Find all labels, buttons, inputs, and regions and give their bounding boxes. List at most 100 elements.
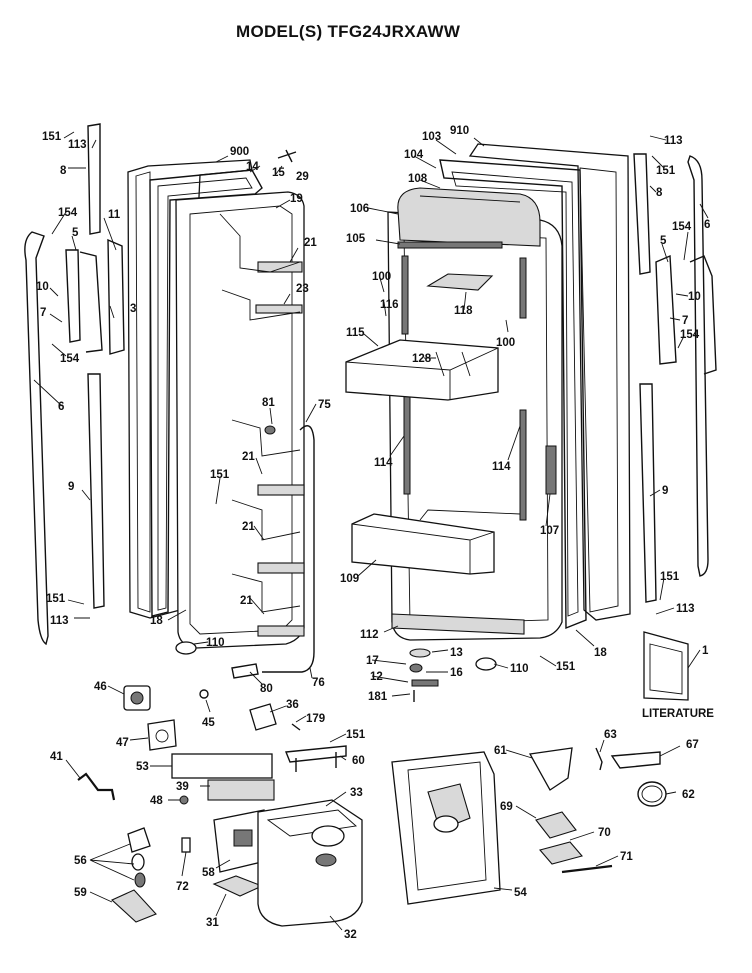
part-label: 151 <box>42 131 62 143</box>
left-door-strips <box>24 123 125 646</box>
page-title: MODEL(S) TFG24JRXAWW <box>236 22 461 41</box>
part-label: 9 <box>662 485 668 497</box>
part-label: 6 <box>58 401 64 413</box>
part-label: 100 <box>372 271 391 283</box>
part-label: 108 <box>408 173 428 185</box>
part-label: 1 <box>702 645 709 657</box>
part-label: 113 <box>50 615 69 627</box>
part-label: 154 <box>58 207 78 219</box>
part-label: 58 <box>202 867 215 879</box>
part-label: 75 <box>318 399 331 411</box>
part-label: 70 <box>598 827 611 839</box>
part-label: 21 <box>242 451 255 463</box>
part-label: 76 <box>312 677 325 689</box>
part-label: 8 <box>60 165 67 177</box>
part-label: 80 <box>260 683 273 695</box>
part-label: 151 <box>660 571 680 583</box>
part-label: 128 <box>412 353 432 365</box>
part-label: 21 <box>240 595 253 607</box>
part-label: 179 <box>306 713 325 725</box>
part-label: 69 <box>500 801 513 813</box>
part-label: 113 <box>68 139 87 151</box>
part-label: 45 <box>202 717 215 729</box>
part-label: 33 <box>350 787 363 799</box>
part-label: 106 <box>350 203 369 215</box>
literature-label: LITERATURE <box>642 708 714 720</box>
fresh-food-door-assembly <box>345 143 631 641</box>
part-label: 114 <box>492 461 511 473</box>
part-label: 181 <box>368 691 388 703</box>
literature-booklet: LITERATURE <box>642 631 714 720</box>
part-label: 14 <box>246 161 259 173</box>
part-label: 18 <box>150 615 163 627</box>
part-label: 109 <box>340 573 359 585</box>
part-label: 154 <box>60 353 80 365</box>
part-label: 39 <box>176 781 189 793</box>
part-label: 29 <box>296 171 309 183</box>
part-label: 61 <box>494 745 507 757</box>
part-label: 110 <box>206 637 225 649</box>
part-label: 23 <box>296 283 309 295</box>
part-label: 17 <box>366 655 379 667</box>
freezer-door-assembly <box>127 149 315 673</box>
dispenser-parts <box>77 641 667 927</box>
part-label: 46 <box>94 681 107 693</box>
part-label: 67 <box>686 739 699 751</box>
part-label: 11 <box>108 209 121 221</box>
part-label: 113 <box>664 135 683 147</box>
right-door-strips <box>633 153 717 603</box>
part-label: 53 <box>136 761 149 773</box>
part-label: 9 <box>68 481 74 493</box>
part-label: 115 <box>346 327 365 339</box>
part-label: 110 <box>510 663 529 675</box>
part-label: 105 <box>346 233 366 245</box>
part-label: 41 <box>50 751 63 763</box>
part-label: 118 <box>454 305 473 317</box>
part-label: 7 <box>682 315 688 327</box>
part-label: 151 <box>346 729 366 741</box>
part-label: 13 <box>450 647 463 659</box>
leader-lines <box>33 131 709 931</box>
part-label: 60 <box>352 755 365 767</box>
part-label: 116 <box>380 299 399 311</box>
part-label: 154 <box>680 329 700 341</box>
part-label: 21 <box>304 237 317 249</box>
part-label: 151 <box>556 661 576 673</box>
part-label: 19 <box>290 193 303 205</box>
part-label: 47 <box>116 737 129 749</box>
part-label: 103 <box>422 131 441 143</box>
part-label: 107 <box>540 525 559 537</box>
part-label: 151 <box>46 593 66 605</box>
part-label: 112 <box>360 629 379 641</box>
part-label: 15 <box>272 167 285 179</box>
part-label: 8 <box>656 187 663 199</box>
part-label: 900 <box>230 146 249 158</box>
part-label: 36 <box>286 699 299 711</box>
part-label: 104 <box>404 149 424 161</box>
part-label: 48 <box>150 795 163 807</box>
part-label: 16 <box>450 667 463 679</box>
part-label: 10 <box>36 281 49 293</box>
part-label: 59 <box>74 887 87 899</box>
part-label: 54 <box>514 887 527 899</box>
part-label: 62 <box>682 789 695 801</box>
part-label: 32 <box>344 929 357 941</box>
part-label: 7 <box>40 307 46 319</box>
part-label: 12 <box>370 671 383 683</box>
part-label: 154 <box>672 221 692 233</box>
part-label: 72 <box>176 881 189 893</box>
part-label: 113 <box>676 603 695 615</box>
part-label: 71 <box>620 851 633 863</box>
part-label: 910 <box>450 125 469 137</box>
part-label: 114 <box>374 457 393 469</box>
part-label: 5 <box>660 235 667 247</box>
part-label: 3 <box>130 303 136 315</box>
part-label: 6 <box>704 219 710 231</box>
part-label: 10 <box>688 291 701 303</box>
part-label: 56 <box>74 855 87 867</box>
part-label: 100 <box>496 337 515 349</box>
part-label: 63 <box>604 729 617 741</box>
part-label: 21 <box>242 521 255 533</box>
part-label: 31 <box>206 917 219 929</box>
